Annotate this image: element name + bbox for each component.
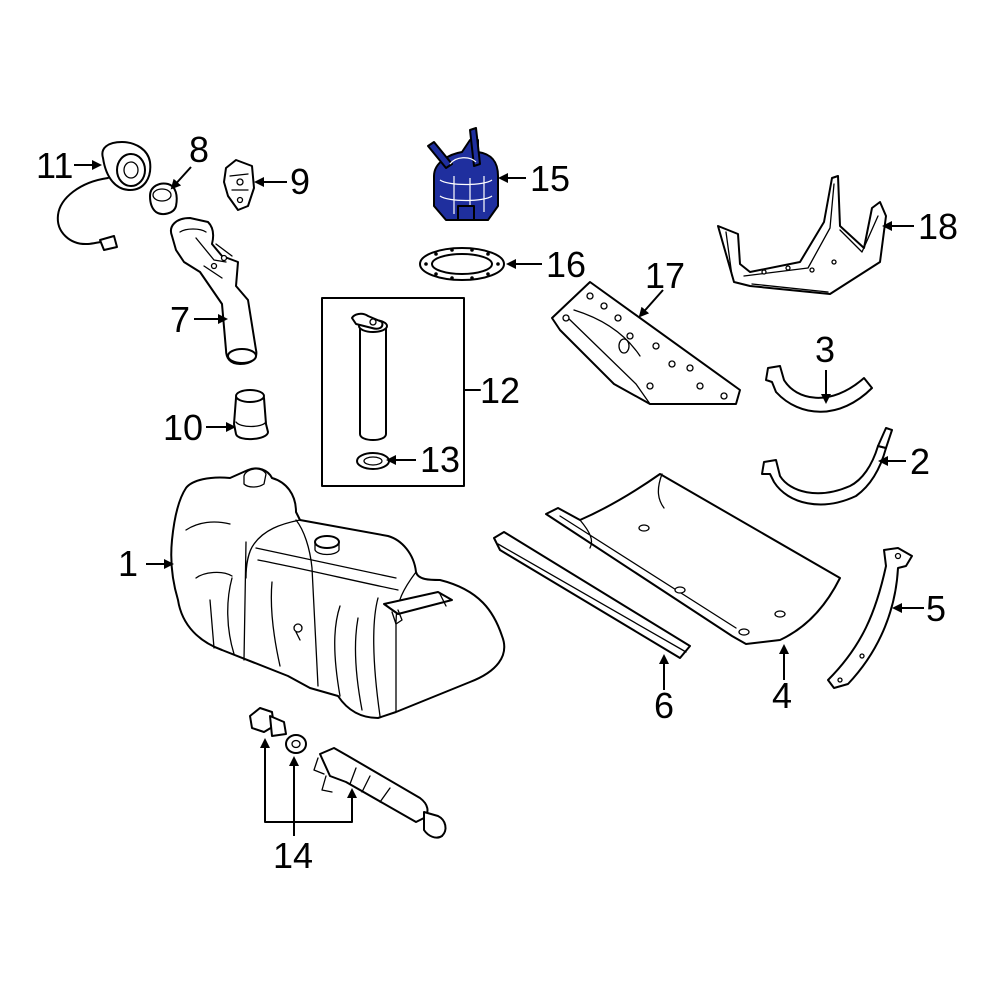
- part-10-sleeve[interactable]: [233, 389, 269, 440]
- part-8-plug[interactable]: [149, 182, 178, 215]
- part-2-strap[interactable]: [761, 427, 893, 506]
- part-14-heater[interactable]: [313, 747, 447, 839]
- part-5-strap[interactable]: [827, 547, 913, 689]
- part-12-sending-unit-box: [321, 297, 465, 487]
- part-3-strap[interactable]: [765, 365, 873, 413]
- part-6-rail[interactable]: [493, 531, 691, 659]
- part-15-fuel-pump-module[interactable]: [427, 127, 499, 221]
- part-9-bracket[interactable]: [223, 159, 255, 211]
- callout-5: 5: [926, 588, 946, 629]
- callout-3: 3: [815, 329, 835, 370]
- callout-9: 9: [290, 161, 310, 202]
- callout-10: 10: [163, 407, 203, 448]
- callout-8: 8: [189, 129, 209, 170]
- part-4-skid-plate[interactable]: [545, 473, 841, 645]
- callout-17: 17: [645, 255, 685, 296]
- leader-lines: [74, 160, 924, 836]
- callout-7: 7: [170, 299, 190, 340]
- callout-16: 16: [546, 244, 586, 285]
- part-1-fuel-tank[interactable]: [170, 467, 506, 719]
- part-7-filler-neck[interactable]: [170, 217, 258, 365]
- callout-15: 15: [530, 158, 570, 199]
- callout-4: 4: [772, 675, 792, 716]
- callout-18: 18: [918, 206, 958, 247]
- callout-11: 11: [36, 145, 73, 186]
- callout-2: 2: [910, 441, 930, 482]
- part-18-cradle[interactable]: [717, 175, 887, 295]
- part-17-heat-shield[interactable]: [551, 281, 741, 405]
- part-14-drain-plug[interactable]: [249, 707, 287, 737]
- callout-1: 1: [118, 543, 138, 584]
- part-16-lock-ring[interactable]: [419, 247, 505, 281]
- part-12-sending-unit[interactable]: [351, 312, 388, 441]
- part-13-o-ring[interactable]: [356, 452, 390, 470]
- part-11-filler-cap[interactable]: [56, 141, 152, 251]
- callout-14: 14: [273, 835, 313, 876]
- callout-13: 13: [420, 439, 460, 480]
- callout-6: 6: [654, 685, 674, 726]
- part-14-washer[interactable]: [285, 734, 307, 754]
- callout-12: 12: [480, 370, 520, 411]
